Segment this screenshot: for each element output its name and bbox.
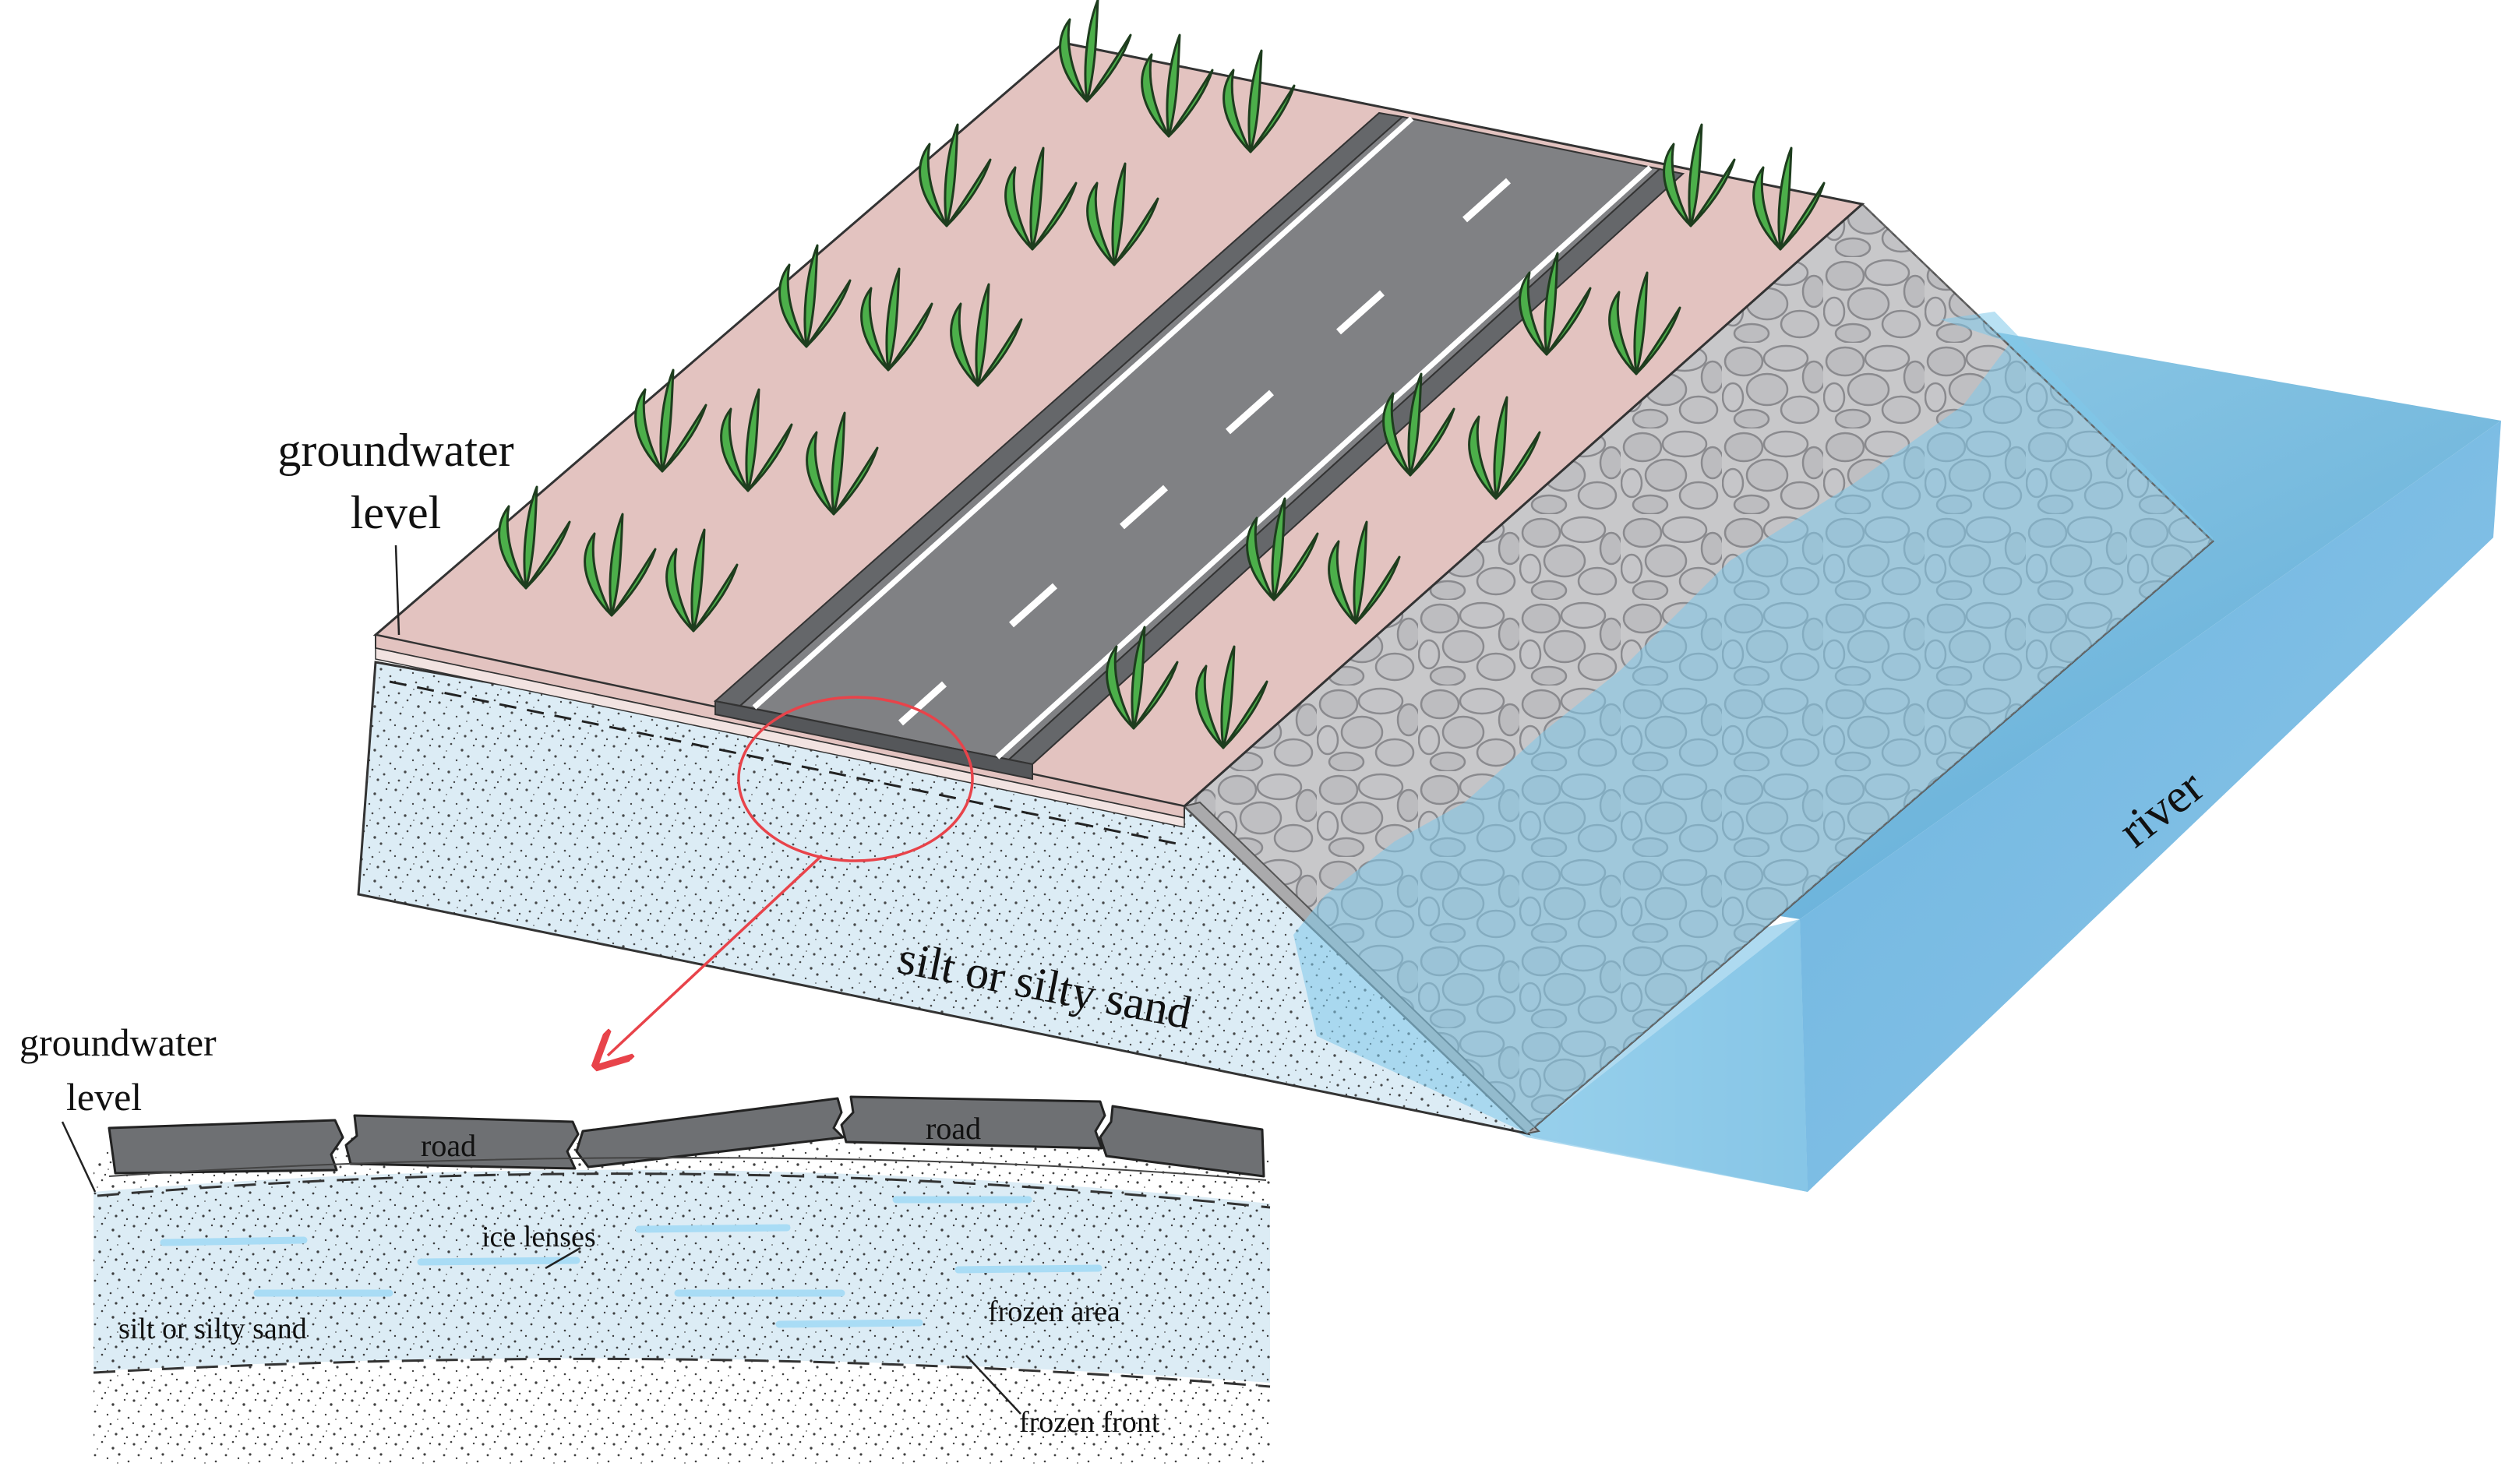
groundwater-line-main	[389, 680, 1185, 847]
detail-callout-circle	[737, 696, 974, 862]
grass-tuft	[1328, 520, 1401, 625]
grass-tuft	[1608, 271, 1681, 375]
ice-lenses	[160, 1196, 1103, 1328]
label-frozen-front: frozen front	[1019, 1406, 1160, 1439]
grass-tuft	[1246, 497, 1319, 601]
grass-tuft	[1004, 146, 1078, 251]
detail-callout-arrow	[608, 854, 824, 1056]
label-groundwater-level-detail-line2: level	[66, 1075, 142, 1119]
grass-tufts	[498, 0, 1826, 749]
road-slabs	[108, 1095, 1265, 1178]
label-road-2: road	[926, 1111, 981, 1146]
detail-cross-section: groundwater level road road ice lenses s…	[19, 1020, 1271, 1465]
grass-tuft	[1086, 162, 1159, 266]
grass-tuft	[1519, 252, 1592, 356]
embankment-block	[357, 0, 2501, 1192]
label-groundwater-level-detail: groundwater	[19, 1020, 217, 1064]
grass-tuft	[1468, 396, 1541, 500]
grass-tuft	[498, 485, 571, 590]
road-centre-dashes	[898, 178, 1511, 726]
label-groundwater-level-main-line2: level	[351, 487, 442, 538]
grass-tuft	[665, 528, 739, 633]
grass-tuft	[1195, 645, 1268, 749]
grass-tuft	[1663, 123, 1736, 227]
river-over-slope	[1293, 312, 2213, 1133]
grass-tuft	[1141, 33, 1214, 138]
label-road-1: road	[421, 1128, 476, 1163]
grass-tuft	[919, 123, 992, 227]
label-groundwater-level-main: groundwater	[277, 425, 513, 476]
grass-tuft	[950, 283, 1023, 387]
grass-tuft	[1106, 626, 1179, 730]
label-silt-detail: silt or silty sand	[118, 1313, 307, 1345]
grass-tuft	[1059, 0, 1132, 103]
grass-tuft	[584, 513, 657, 617]
frozen-front-line	[93, 1357, 1271, 1388]
grass-tuft	[1382, 372, 1455, 477]
grass-tuft	[720, 388, 793, 492]
grass-tuft	[778, 244, 852, 348]
grass-tuft	[860, 267, 933, 372]
label-ice-lenses: ice lenses	[482, 1221, 596, 1253]
label-frozen-area: frozen area	[988, 1295, 1120, 1328]
grass-tuft	[634, 368, 707, 473]
grass-tuft	[1752, 146, 1826, 251]
grass-tuft	[806, 411, 879, 516]
grass-tuft	[1222, 49, 1296, 153]
